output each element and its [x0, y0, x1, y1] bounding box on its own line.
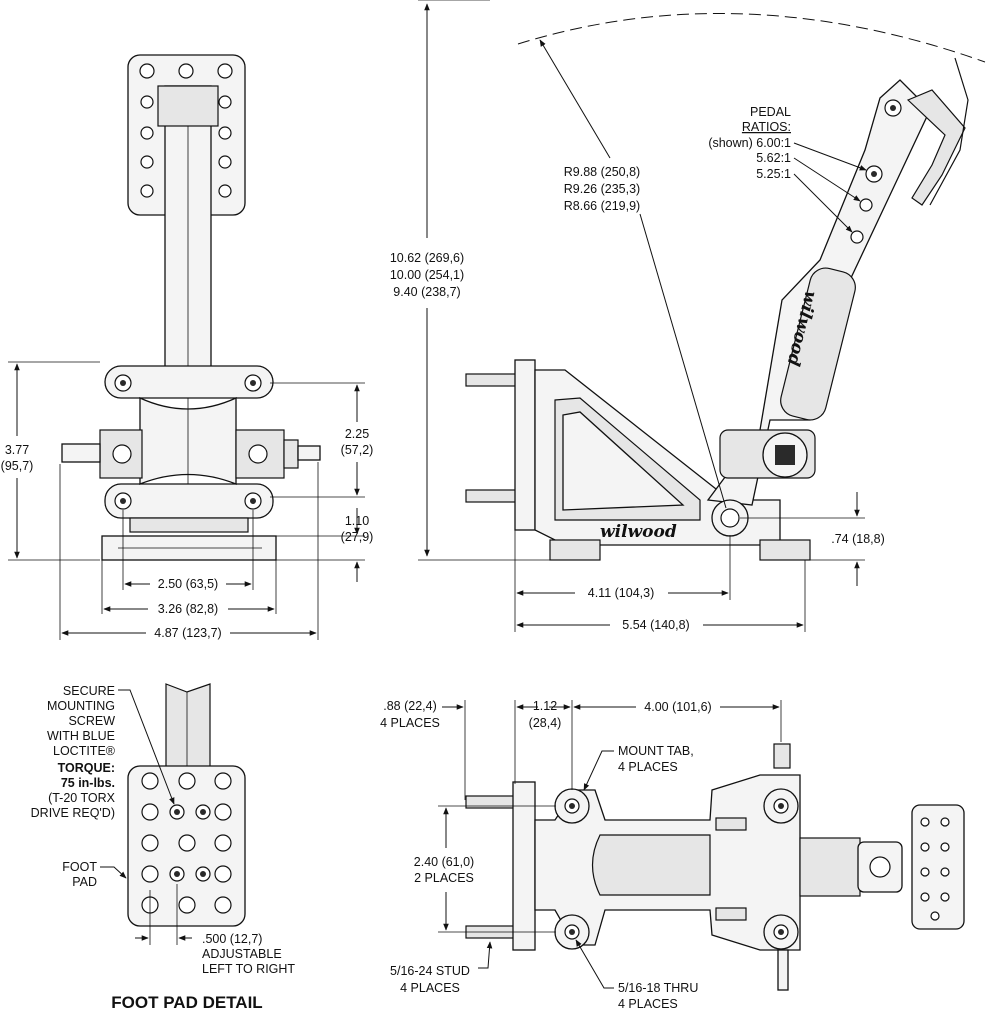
pedal-ratios-heading: PEDAL: [750, 105, 791, 119]
mid-dim: 1.12: [533, 699, 557, 713]
top-view-dimensions: .88 (22,4) 4 PLACES 1.12 (28,4) 4.00 (10…: [380, 699, 782, 1011]
pedal-ratio-shown: (shown) 6.00:1: [708, 136, 791, 150]
pedal-travel-arc: [517, 12, 986, 63]
radius-dim-3: R8.66 (219,9): [564, 199, 640, 213]
front-base-offset-dim: 1.10: [345, 514, 369, 528]
mount-tab-label: MOUNT TAB,: [618, 744, 694, 758]
spacing-dim-note: 2 PLACES: [414, 871, 474, 885]
torque-value: 75 in-lbs.: [61, 776, 115, 790]
mount-tab-places: 4 PLACES: [618, 760, 678, 774]
front-base-offset-dim-metric: (27,9): [341, 530, 374, 544]
pedal-height-dim-1: 10.62 (269,6): [390, 251, 464, 265]
torx-note-line-2: DRIVE REQ'D): [31, 806, 115, 820]
foot-pad-label-line-1: FOOT: [62, 860, 97, 874]
top-mount-plate: [512, 781, 536, 951]
pedal-ratio-2: 5.62:1: [756, 151, 791, 165]
overall-length-dim: 5.54 (140,8): [622, 618, 689, 632]
spacing-dim: 2.40 (61,0): [414, 855, 474, 869]
length-dim: 4.00 (101,6): [644, 700, 711, 714]
torx-note-line-1: (T-20 TORX: [48, 791, 116, 805]
detail-foot-pad-holes: [141, 772, 232, 914]
foot-pad-detail-view: [127, 683, 246, 927]
screw-note-line-5: LOCTITE®: [53, 744, 116, 758]
front-height-dim-metric: (95,7): [1, 459, 34, 473]
screw-note-line-2: MOUNTING: [47, 699, 115, 713]
top-foot-pad: [911, 804, 965, 930]
front-mount-spacing-dim-metric: (57,2): [341, 443, 374, 457]
foot-pad-label-line-2: PAD: [72, 875, 97, 889]
front-view-dimensions: 3.77 (95,7) 2.25 (57,2) 1.10 (27,9) 2.50…: [1, 361, 374, 640]
screw-note-line-3: SCREW: [68, 714, 115, 728]
front-foot-pad-holes: [139, 63, 233, 198]
side-bracket-logo: wilwood: [600, 522, 677, 542]
side-view-dimensions: 10.62 (269,6) 10.00 (254,1) 9.40 (238,7)…: [390, 0, 885, 632]
adjust-note-line-2: LEFT TO RIGHT: [202, 962, 295, 976]
stud-note: 5/16-24 STUD: [390, 964, 470, 978]
front-width-dim-1: 2.50 (63,5): [158, 577, 218, 591]
tab-dim: .88 (22,4): [383, 699, 437, 713]
pedal-ratios-subheading: RATIOS:: [742, 120, 791, 134]
side-mount-plate: [514, 359, 536, 531]
pedal-height-dim-3: 9.40 (238,7): [393, 285, 460, 299]
front-upper-tab: [104, 365, 274, 399]
thru-note-places: 4 PLACES: [618, 997, 678, 1011]
foot-pad-detail-title: FOOT PAD DETAIL: [111, 993, 262, 1012]
thru-note: 5/16-18 THRU: [618, 981, 698, 995]
front-mount-spacing-dim: 2.25: [345, 427, 369, 441]
mid-dim-metric: (28,4): [529, 716, 562, 730]
side-arm-logo-panel: [780, 267, 856, 421]
front-width-dim-2: 3.26 (82,8): [158, 602, 218, 616]
adjust-note-line-1: ADJUSTABLE: [202, 947, 282, 961]
screw-note-line-4: WITH BLUE: [47, 729, 115, 743]
pedal-height-dim-2: 10.00 (254,1): [390, 268, 464, 282]
front-view: [61, 54, 321, 561]
front-width-dim-3: 4.87 (123,7): [154, 626, 221, 640]
radius-dim-2: R9.26 (235,3): [564, 182, 640, 196]
pedal-ratio-3: 5.25:1: [756, 167, 791, 181]
foot-pad-detail-notes: SECURE MOUNTING SCREW WITH BLUE LOCTITE®…: [31, 684, 296, 1012]
front-height-dim: 3.77: [5, 443, 29, 457]
side-foot-pad: [906, 89, 966, 206]
tab-dim-note: 4 PLACES: [380, 716, 440, 730]
pivot-height-dim: .74 (18,8): [831, 532, 885, 546]
torque-label: TORQUE:: [58, 761, 115, 775]
torx-screw-icon: [169, 804, 211, 882]
pivot-length-dim: 4.11 (104,3): [588, 586, 654, 600]
top-view: [465, 743, 965, 991]
radius-dim-1: R9.88 (250,8): [564, 165, 640, 179]
stud-note-places: 4 PLACES: [400, 981, 460, 995]
adjust-dim: .500 (12,7): [202, 932, 262, 946]
screw-note-line-1: SECURE: [63, 684, 115, 698]
side-view: wilwood wilwood: [465, 12, 986, 561]
